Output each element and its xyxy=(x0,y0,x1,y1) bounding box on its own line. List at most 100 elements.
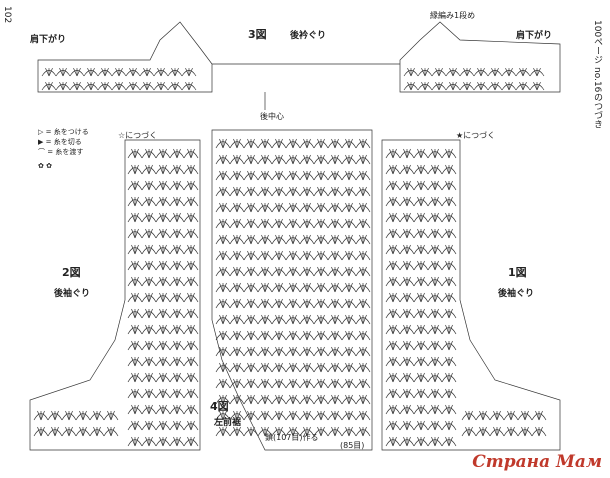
stitch-line xyxy=(434,180,439,191)
stitch-line xyxy=(159,324,164,335)
stitch-line xyxy=(236,202,241,213)
stitch-line xyxy=(101,82,106,91)
stitch-line xyxy=(48,82,53,91)
stitch-line xyxy=(65,410,70,421)
stitch-line xyxy=(131,436,136,447)
stitch-line xyxy=(159,164,164,175)
stitch-line xyxy=(275,250,280,261)
stitch-line xyxy=(148,180,153,191)
stitch-line xyxy=(448,228,453,239)
stitch-line xyxy=(250,138,255,149)
stitch-line xyxy=(320,426,325,437)
stitch-line xyxy=(159,228,164,239)
cut-thread-icon: ▶ xyxy=(38,138,44,146)
stitch-line xyxy=(190,212,195,223)
stitch-line xyxy=(289,426,294,437)
stitch-line xyxy=(90,68,95,77)
stitch-line xyxy=(145,228,150,239)
stitch-line xyxy=(431,420,436,431)
stitch-line xyxy=(448,260,453,271)
stitch-line xyxy=(51,426,56,437)
stitch-line xyxy=(275,154,280,165)
stitch-line xyxy=(320,218,325,229)
stitch-line xyxy=(362,378,367,389)
stitch-line xyxy=(159,292,164,303)
stitch-line xyxy=(306,426,311,437)
fig1-motifs xyxy=(385,148,547,447)
stitch-line xyxy=(480,82,485,91)
stitch-line xyxy=(176,324,181,335)
stitch-line xyxy=(187,260,192,271)
stitch-line xyxy=(303,330,308,341)
stitch-line xyxy=(331,282,336,293)
stitch-line xyxy=(303,250,308,261)
stitch-line xyxy=(403,388,408,399)
stitch-line xyxy=(348,330,353,341)
stitch-line xyxy=(176,356,181,367)
carry-thread-icon: ⌒ xyxy=(38,148,45,156)
stitch-line xyxy=(104,82,109,91)
stitch-line xyxy=(131,324,136,335)
stitch-line xyxy=(491,68,496,77)
stitch-line xyxy=(261,362,266,373)
stitch-line xyxy=(278,202,283,213)
stitch-line xyxy=(264,410,269,421)
stitch-line xyxy=(173,196,178,207)
stitch-line xyxy=(160,68,165,77)
stitch-line xyxy=(362,202,367,213)
stitch-line xyxy=(190,180,195,191)
fig4-outline xyxy=(211,129,373,451)
stitch-line xyxy=(145,180,150,191)
stitch-line xyxy=(190,260,195,271)
stitch-line xyxy=(331,346,336,357)
stitch-line xyxy=(292,394,297,405)
stitch-line xyxy=(278,346,283,357)
stitch-line xyxy=(334,346,339,357)
stitch-line xyxy=(190,324,195,335)
stitch-line xyxy=(519,82,524,91)
stitch-line xyxy=(129,82,134,91)
stitch-line xyxy=(389,164,394,175)
attach-thread-icon: ▷ xyxy=(38,128,44,136)
stitch-line xyxy=(403,228,408,239)
stitch-line xyxy=(317,410,322,421)
stitch-line xyxy=(37,426,42,437)
count-85-label: (85目) xyxy=(340,441,365,450)
fig3-name: 後衿ぐり xyxy=(290,31,327,41)
stitch-line xyxy=(536,68,541,77)
stitch-line xyxy=(222,266,227,277)
stitch-line xyxy=(320,186,325,197)
stitch-line xyxy=(303,426,308,437)
stitch-line xyxy=(134,308,139,319)
stitch-line xyxy=(148,340,153,351)
stitch-line xyxy=(434,436,439,447)
stitch-line xyxy=(176,372,181,383)
stitch-line xyxy=(359,170,364,181)
stitch-line xyxy=(222,154,227,165)
stitch-line xyxy=(261,154,266,165)
stitch-line xyxy=(392,356,397,367)
stitch-line xyxy=(159,212,164,223)
stitch-line xyxy=(434,356,439,367)
stitch-line xyxy=(292,250,297,261)
stitch-line xyxy=(131,180,136,191)
stitch-line xyxy=(392,228,397,239)
stitch-line xyxy=(417,196,422,207)
stitch-line xyxy=(104,68,109,77)
stitch-line xyxy=(406,340,411,351)
fig3-label: 3図 xyxy=(248,28,267,41)
stitch-line xyxy=(236,234,241,245)
stitch-line xyxy=(134,276,139,287)
stitch-line xyxy=(134,420,139,431)
stitch-line xyxy=(292,378,297,389)
stitch-line xyxy=(389,388,394,399)
stitch-line xyxy=(264,218,269,229)
stitch-line xyxy=(292,186,297,197)
stitch-line xyxy=(420,276,425,287)
stitch-line xyxy=(110,426,115,437)
stitch-line xyxy=(173,228,178,239)
stitch-line xyxy=(331,378,336,389)
stitch-line xyxy=(445,276,450,287)
stitch-line xyxy=(233,138,238,149)
stitch-line xyxy=(392,436,397,447)
